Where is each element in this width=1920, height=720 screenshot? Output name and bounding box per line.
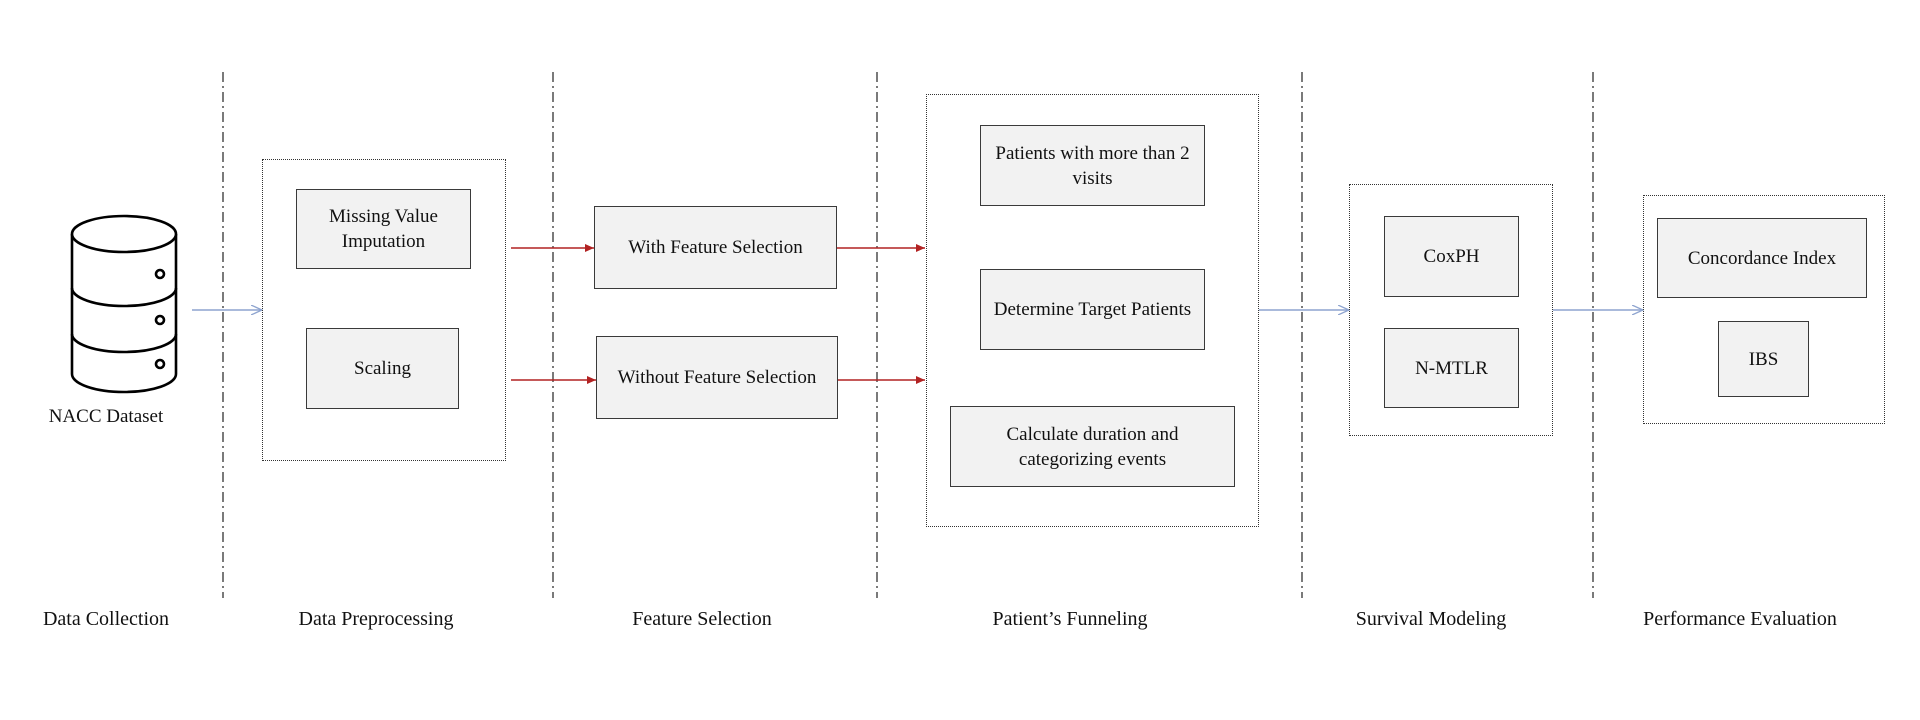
performance-evaluation-group	[1643, 195, 1885, 424]
patients-more-than-2-visits-box: Patients with more than 2 visits	[980, 125, 1205, 206]
stage-label-feature-selection: Feature Selection	[632, 608, 772, 630]
survival-modeling-group	[1349, 184, 1553, 436]
n-mtlr-box: N-MTLR	[1384, 328, 1519, 408]
database-icon	[66, 210, 182, 396]
missing-value-imputation-box: Missing Value Imputation	[296, 189, 471, 269]
stage-label-data-preprocessing: Data Preprocessing	[298, 608, 454, 630]
stage-label-data-collection: Data Collection	[42, 608, 170, 630]
determine-target-patients-box: Determine Target Patients	[980, 269, 1205, 350]
stage-label-patients-funneling: Patient’s Funneling	[992, 608, 1148, 630]
with-feature-selection-box: With Feature Selection	[594, 206, 837, 289]
calculate-duration-box: Calculate duration and categorizing even…	[950, 406, 1235, 487]
dataset-label: NACC Dataset	[48, 406, 164, 427]
ibs-box: IBS	[1718, 321, 1809, 397]
funneling-group	[926, 94, 1259, 527]
scaling-box: Scaling	[306, 328, 459, 409]
preprocessing-group	[262, 159, 506, 461]
concordance-index-box: Concordance Index	[1657, 218, 1867, 298]
without-feature-selection-box: Without Feature Selection	[596, 336, 838, 419]
stage-label-performance-evaluation: Performance Evaluation	[1643, 608, 1837, 630]
stage-label-survival-modeling: Survival Modeling	[1355, 608, 1507, 630]
coxph-box: CoxPH	[1384, 216, 1519, 297]
